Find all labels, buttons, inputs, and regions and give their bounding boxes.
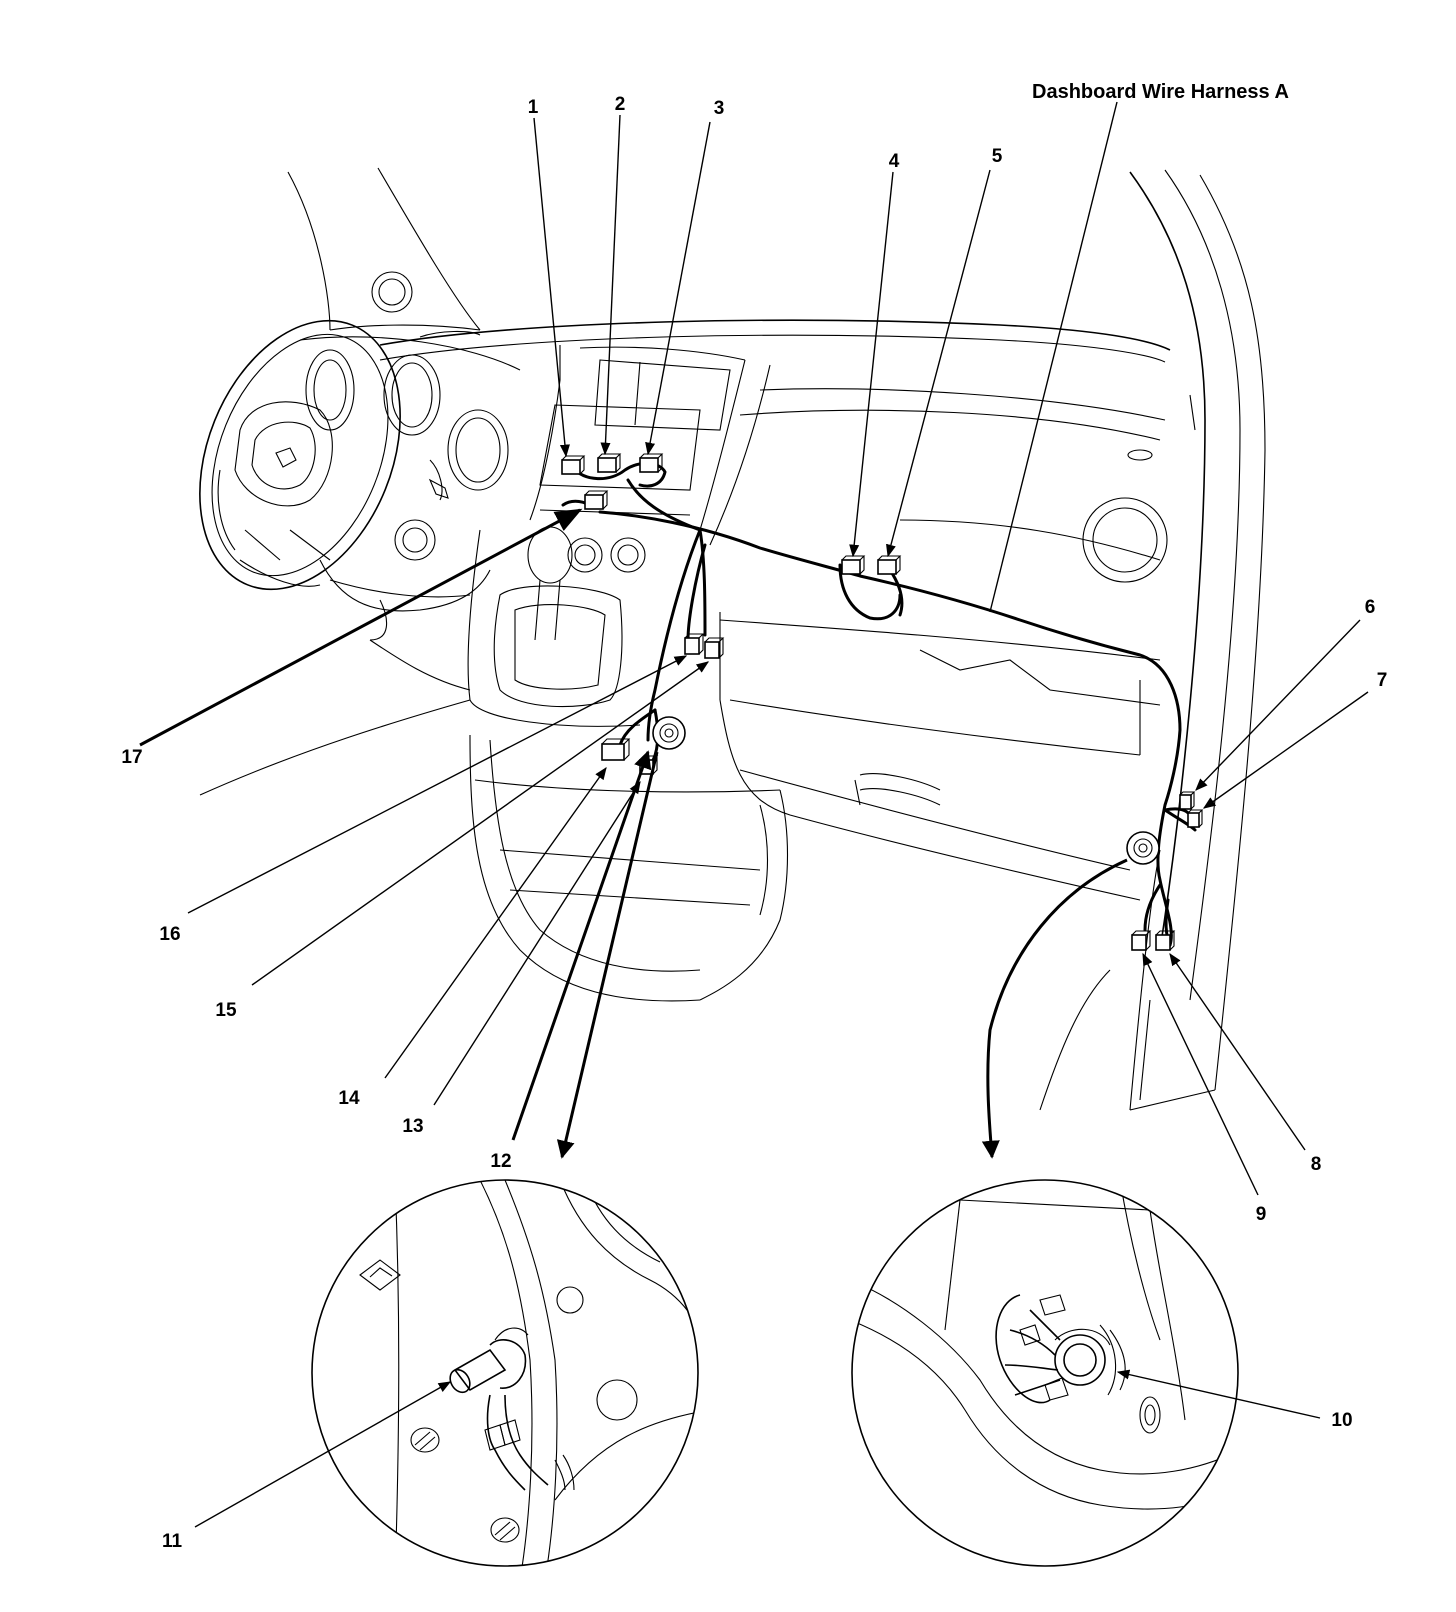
harness-title: Dashboard Wire Harness A: [1032, 81, 1289, 103]
connector-1: [561, 455, 586, 475]
callout-12: 12: [490, 1151, 511, 1172]
connector-4: [841, 555, 866, 575]
callout-9: 9: [1256, 1204, 1267, 1225]
callout-1: 1: [528, 97, 539, 118]
connector-16: [684, 633, 705, 655]
callout-10: 10: [1331, 1410, 1352, 1431]
callout-15: 15: [215, 1000, 237, 1021]
callout-17: 17: [121, 747, 142, 768]
ground-point-12: [652, 716, 686, 750]
connector-5: [877, 555, 902, 575]
detail-view-10: [851, 1179, 1239, 1567]
connector-8: [1155, 930, 1176, 951]
connector-17: [584, 490, 609, 510]
ground-point-10: [1126, 831, 1160, 865]
connector-9: [1131, 930, 1152, 951]
callout-5: 5: [992, 146, 1003, 167]
callout-16: 16: [159, 924, 180, 945]
callout-2: 2: [615, 94, 626, 115]
harness-connectors: [561, 453, 1204, 951]
callout-8: 8: [1311, 1154, 1322, 1175]
connector-14: [601, 738, 631, 761]
callout-3: 3: [714, 98, 725, 119]
callout-6: 6: [1365, 597, 1376, 618]
callout-11: 11: [162, 1531, 183, 1552]
callout-labels: Dashboard Wire Harness A 1 2 3 4 5 6 7 8…: [121, 81, 1387, 1552]
connector-15: [704, 637, 725, 659]
callout-7: 7: [1377, 670, 1388, 691]
connector-3: [639, 453, 664, 473]
connector-6: [1179, 791, 1196, 810]
callout-4: 4: [889, 151, 900, 172]
leader-lines: [139, 101, 1369, 1528]
connector-7: [1187, 809, 1204, 828]
vehicle-interior-drawing: [199, 167, 1266, 1111]
connector-2: [597, 453, 622, 473]
callout-14: 14: [338, 1088, 360, 1109]
detail-view-11: [311, 1179, 699, 1567]
callout-13: 13: [402, 1116, 423, 1137]
